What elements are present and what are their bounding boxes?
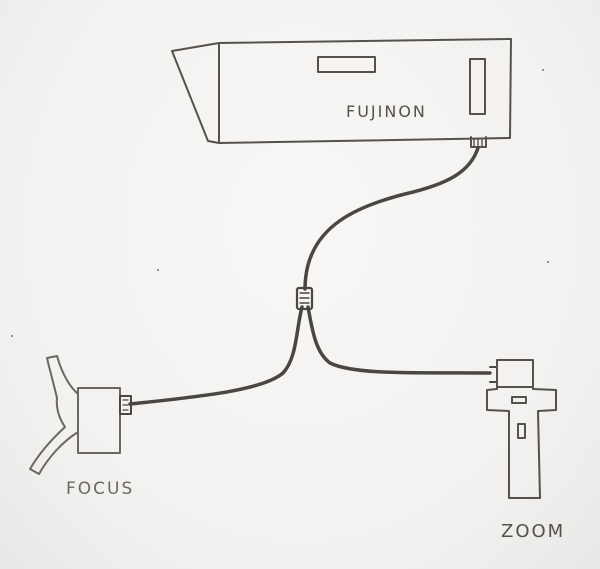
cables: [128, 146, 492, 406]
lens-connector-hatch: [473, 138, 483, 147]
focus-connector-hatch: [122, 399, 129, 411]
splitter-hatch: [299, 292, 310, 304]
zoom-label: ZOOM: [501, 521, 566, 542]
focus-knob-body: [77, 387, 121, 454]
lens-side-slot: [469, 58, 486, 115]
cable-splitter: [295, 286, 314, 311]
pencil-speck: [157, 269, 159, 271]
lens-body: [171, 38, 512, 148]
lens-window: [317, 56, 376, 73]
focus-connector: [119, 395, 132, 415]
lens-label: FUJINON: [346, 102, 427, 121]
zoom-connector: [489, 366, 498, 383]
zoom-top-block: [496, 359, 534, 388]
focus-handle: [29, 355, 132, 475]
lens-hood: [171, 42, 220, 144]
splitter-box: [295, 286, 314, 311]
zoom-handle-body: [486, 386, 557, 499]
pencil-speck: [547, 261, 549, 263]
pencil-speck: [542, 69, 544, 71]
zoom-cable: [306, 305, 492, 375]
focus-label: FOCUS: [66, 479, 135, 499]
zoom-rocker-slot: [517, 423, 526, 439]
lens-cable: [303, 146, 480, 291]
lens-barrel: [218, 38, 512, 144]
focus-cable: [128, 305, 304, 406]
zoom-top-slot: [511, 396, 527, 404]
focus-grip: [29, 355, 79, 475]
zoom-handle: [486, 359, 557, 499]
pencil-speck: [11, 335, 13, 337]
